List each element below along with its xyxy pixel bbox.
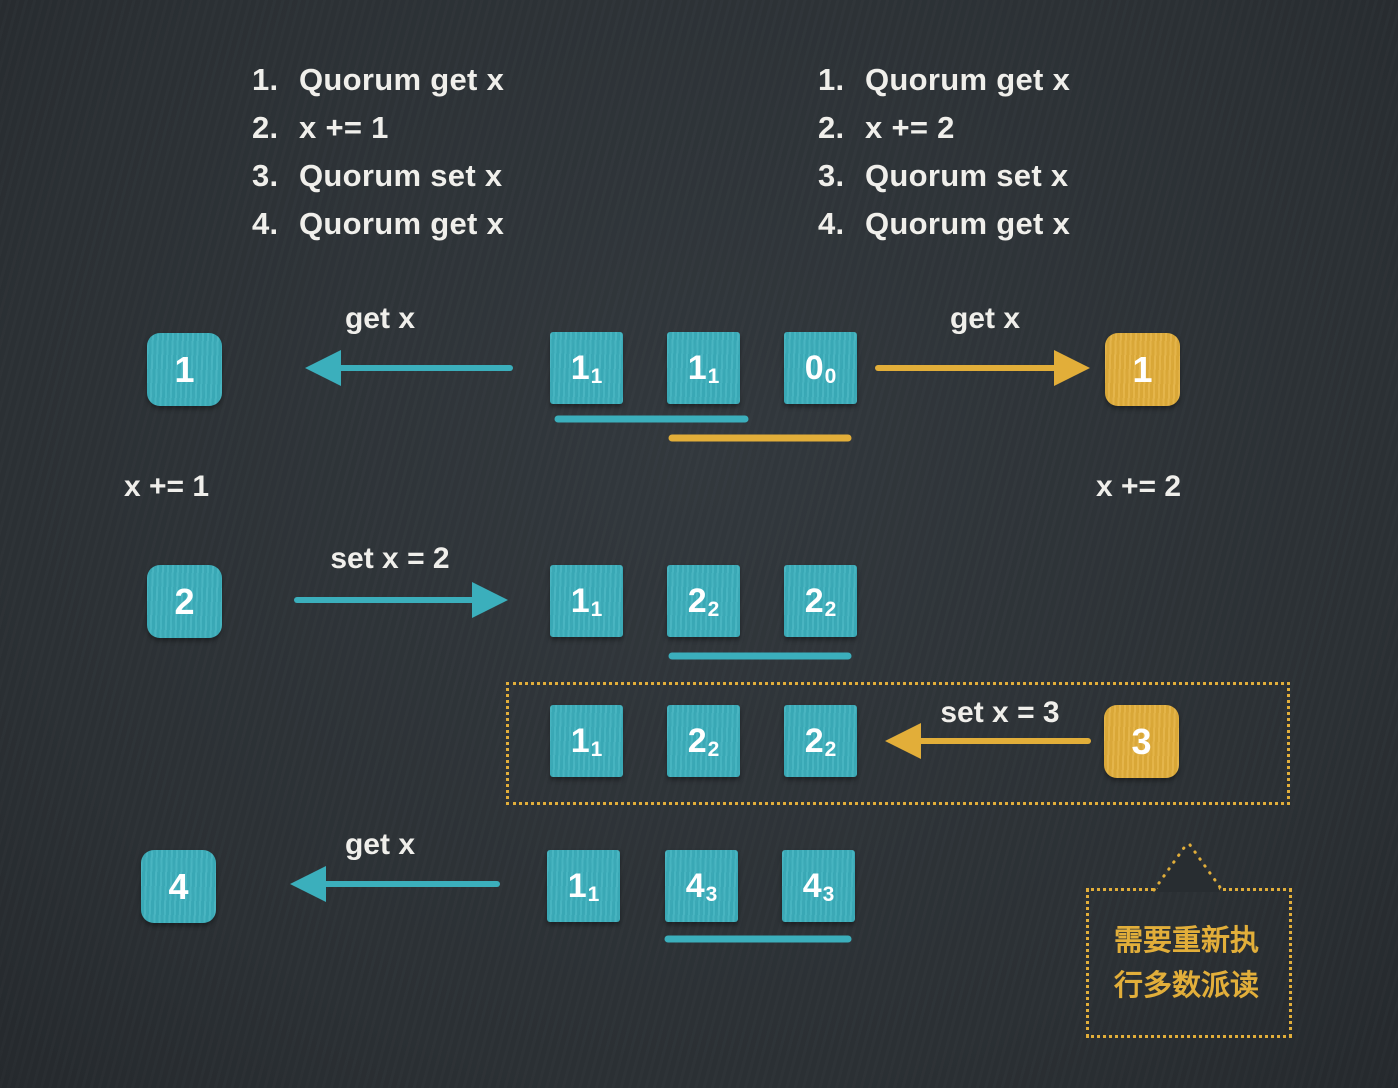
right-procedure-list: 1. Quorum get x 2. x += 2 3. Quorum set x 4… bbox=[818, 56, 1070, 248]
replica-version: 3 bbox=[705, 883, 718, 906]
set-x-3-label: set x = 3 bbox=[940, 696, 1060, 729]
list-label: Quorum set x bbox=[299, 158, 503, 193]
list-number: 4. bbox=[252, 206, 279, 241]
list-label: Quorum get x bbox=[299, 206, 505, 241]
client-left-write-value: 2 bbox=[147, 565, 222, 638]
list-item: 4. Quorum get x bbox=[252, 200, 504, 248]
list-item: 2. x += 1 bbox=[252, 104, 504, 152]
list-label: Quorum get x bbox=[299, 62, 505, 97]
highlight-dotted-frame bbox=[506, 682, 1290, 805]
replica-version: 0 bbox=[824, 365, 837, 388]
replica-value: 0 bbox=[804, 348, 824, 387]
replica-value: 1 bbox=[570, 721, 590, 760]
note-line-2: 行多数派读 bbox=[1114, 970, 1260, 1002]
client-right-write-value: 3 bbox=[1104, 705, 1179, 778]
list-item: 3. Quorum set x bbox=[252, 152, 504, 200]
replica-value: 1 bbox=[687, 348, 707, 387]
list-number: 2. bbox=[818, 110, 845, 145]
client-right-read-result: 1 bbox=[1105, 333, 1180, 406]
note-line-1: 需要重新执 bbox=[1114, 925, 1260, 957]
replica-version: 3 bbox=[822, 883, 835, 906]
replica-version: 2 bbox=[707, 738, 720, 761]
get-x-label-right: get x bbox=[949, 302, 1021, 335]
get-x-label-final: get x bbox=[344, 828, 416, 861]
list-item: 2. x += 2 bbox=[818, 104, 1070, 152]
replica-version: 1 bbox=[590, 365, 603, 388]
list-number: 3. bbox=[818, 158, 845, 193]
replica-value: 2 bbox=[804, 581, 824, 620]
list-item: 1. Quorum get x bbox=[818, 56, 1070, 104]
list-item: 1. Quorum get x bbox=[252, 56, 504, 104]
list-label: x += 2 bbox=[865, 110, 955, 145]
replica-version: 2 bbox=[824, 738, 837, 761]
replica-version: 1 bbox=[590, 598, 603, 621]
replica-version: 1 bbox=[590, 738, 603, 761]
list-number: 4. bbox=[818, 206, 845, 241]
client-left-read-result: 1 bbox=[147, 333, 222, 406]
list-item: 3. Quorum set x bbox=[818, 152, 1070, 200]
reread-note-bubble: 需要重新执 行多数派读 bbox=[1086, 888, 1292, 1038]
replica-version: 2 bbox=[824, 598, 837, 621]
increment-label-left: x += 1 bbox=[124, 470, 210, 503]
list-label: Quorum set x bbox=[865, 158, 1069, 193]
list-label: x += 1 bbox=[299, 110, 389, 145]
replica-value: 1 bbox=[567, 866, 587, 905]
replica-value: 4 bbox=[685, 866, 705, 905]
left-procedure-list: 1. Quorum get x 2. x += 1 3. Quorum set x 4… bbox=[252, 56, 504, 248]
bubble-pointer-right-edge bbox=[1188, 843, 1224, 892]
replica-version: 1 bbox=[707, 365, 720, 388]
list-number: 1. bbox=[818, 62, 845, 97]
replica-value: 2 bbox=[804, 721, 824, 760]
list-label: Quorum get x bbox=[865, 206, 1071, 241]
list-label: Quorum get x bbox=[865, 62, 1071, 97]
list-number: 1. bbox=[252, 62, 279, 97]
list-number: 3. bbox=[252, 158, 279, 193]
client-left-final-read-result: 4 bbox=[141, 850, 216, 923]
replica-value: 4 bbox=[802, 866, 822, 905]
increment-label-right: x += 2 bbox=[1096, 470, 1182, 503]
get-x-label-left: get x bbox=[344, 302, 416, 335]
list-number: 2. bbox=[252, 110, 279, 145]
replica-value: 2 bbox=[687, 581, 707, 620]
replica-value: 1 bbox=[570, 348, 590, 387]
bubble-pointer-mask bbox=[1155, 844, 1221, 892]
replica-value: 1 bbox=[570, 581, 590, 620]
replica-version: 2 bbox=[707, 598, 720, 621]
list-item: 4. Quorum get x bbox=[818, 200, 1070, 248]
replica-value: 2 bbox=[687, 721, 707, 760]
set-x-2-label: set x = 2 bbox=[330, 542, 450, 575]
bubble-pointer-left-edge bbox=[1152, 843, 1188, 892]
replica-version: 1 bbox=[587, 883, 600, 906]
